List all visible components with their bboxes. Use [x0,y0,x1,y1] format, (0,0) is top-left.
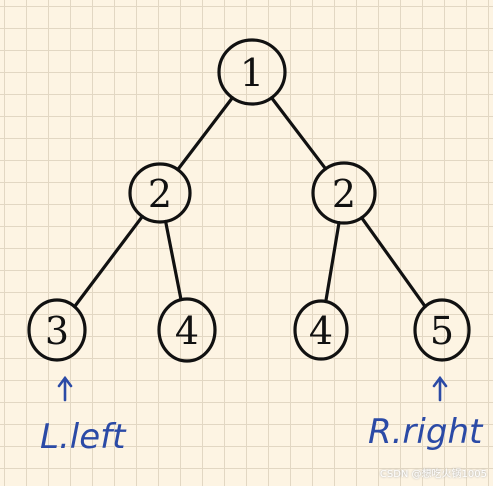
node-circle [311,161,377,225]
pointer-label: R.right [368,412,484,452]
edge-n1-n2b [269,96,328,171]
tree-node-n3: 3 [27,298,87,362]
arrow-head [432,375,448,388]
pointer-annotations: L.left R.right [40,375,484,457]
edge-n2a-n4a [164,219,183,302]
edge-n2b-n5 [360,216,427,309]
tree-node-n5: 5 [413,298,471,362]
node-label: 4 [175,309,199,353]
tree-node-n1: 1 [217,38,287,106]
arrow-head [57,375,73,388]
tree-edges [72,96,427,309]
tree-node-n4b: 4 [293,299,349,361]
tree-node-n4a: 4 [157,297,217,363]
edge-n2b-n4b [324,221,341,304]
tree-nodes: 1 2 2 3 4 4 5 [27,38,471,363]
tree-node-n2b: 2 [311,161,377,225]
node-label: 1 [240,51,264,95]
tree-node-n2a: 2 [128,162,192,224]
node-label: 2 [148,172,172,216]
node-circle [413,298,471,362]
node-label: 5 [430,309,454,353]
pointer-n5: R.right [368,375,484,452]
node-label: 3 [45,309,69,353]
pointer-n3: L.left [40,375,127,457]
node-circle [128,162,192,224]
node-circle [217,38,287,106]
watermark: CSDN @想吃火锅1005 [379,469,487,480]
node-label: 2 [332,172,356,216]
node-circle [157,297,217,363]
edge-n1-n2a [176,96,235,172]
edge-n2a-n3 [72,214,144,309]
node-circle [293,299,349,361]
node-label: 4 [309,309,333,353]
node-circle [27,298,87,362]
pointer-label: L.left [40,417,127,457]
